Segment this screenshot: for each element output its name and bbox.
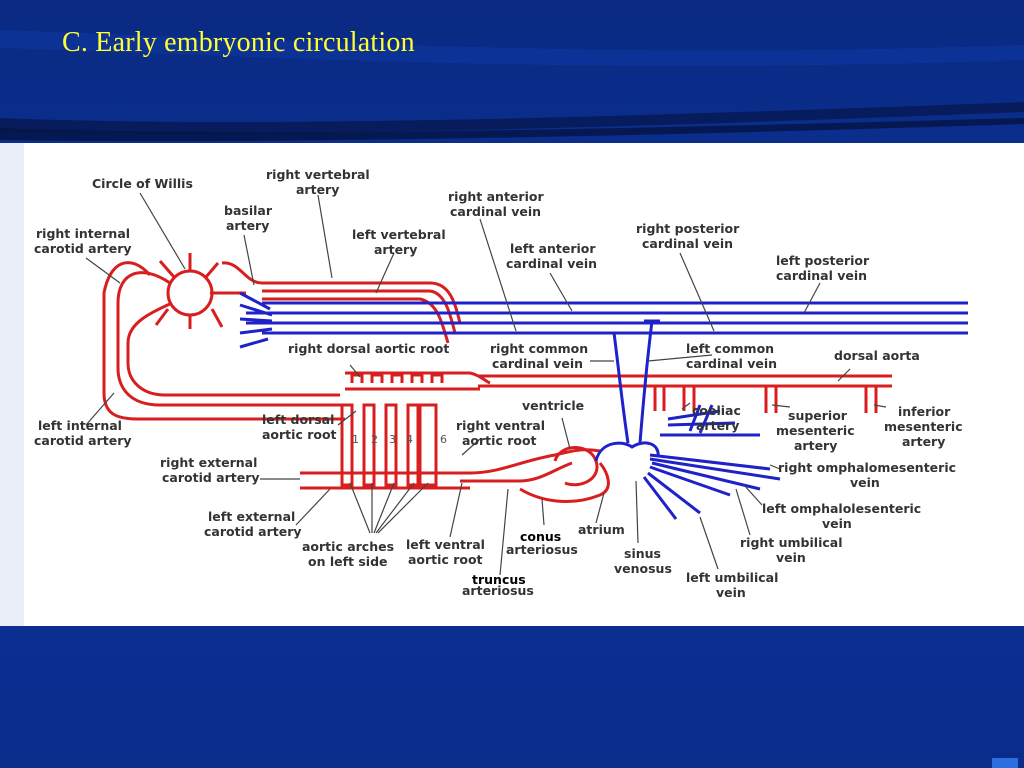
label-dorsal-aorta: dorsal aorta <box>834 348 920 363</box>
label-basilar-artery-1: basilar <box>224 203 273 218</box>
label-truncus-arteriosus-1: truncus <box>472 572 526 587</box>
label-left-umbilical-1: left umbilical <box>686 570 778 585</box>
label-right-posterior-cardinal-2: cardinal vein <box>642 236 733 251</box>
label-ventricle: ventricle <box>522 398 584 413</box>
label-truncus-arteriosus-2: arteriosus <box>462 583 534 598</box>
label-right-external-carotid-1: right external <box>160 455 257 470</box>
label-sinus-venosus-1: sinus <box>624 546 661 561</box>
label-coeliac-artery-1: coeliac <box>692 403 741 418</box>
label-left-omphalolesenteric-2: vein <box>822 516 852 531</box>
label-left-posterior-cardinal-2: cardinal vein <box>776 268 867 283</box>
arch-number-4: 4 <box>406 433 413 446</box>
left-internal-carotid-artery <box>126 301 340 397</box>
inferior-mesenteric-branch <box>864 386 878 413</box>
arch-number-1: 1 <box>352 433 359 446</box>
label-right-umbilical-1: right umbilical <box>740 535 842 550</box>
label-left-omphalolesenteric-1: left omphalolesenteric <box>762 501 921 516</box>
label-left-vertebral-artery-2: artery <box>374 242 417 257</box>
header-swoosh <box>0 30 1024 142</box>
label-left-internal-carotid-1: left internal <box>38 418 122 433</box>
label-right-omphalomesenteric-2: vein <box>850 475 880 490</box>
label-left-dorsal-aortic-root-2: aortic root <box>262 427 337 442</box>
right-common-cardinal-vein <box>612 332 630 444</box>
slide-corner-mark <box>992 758 1018 768</box>
slide-title: C. Early embryonic circulation <box>62 27 415 58</box>
anterior-cardinal-veins <box>246 301 968 335</box>
head-veins-fan <box>239 291 273 349</box>
truncus-arteriosus <box>469 448 601 475</box>
label-left-anterior-cardinal-1: left anterior <box>510 241 596 256</box>
label-right-posterior-cardinal-1: right posterior <box>636 221 740 236</box>
conus-arteriosus-shape <box>519 462 610 504</box>
label-right-internal-carotid-2: carotid artery <box>34 241 132 256</box>
label-left-ventral-aortic-root-1: left ventral <box>406 537 485 552</box>
label-superior-mesenteric-2: mesenteric <box>776 423 855 438</box>
intersegmental-branch <box>653 386 666 411</box>
arch-number-3: 3 <box>389 433 396 446</box>
label-right-umbilical-2: vein <box>776 550 806 565</box>
label-right-anterior-cardinal-1: right anterior <box>448 189 544 204</box>
leader-lines <box>85 192 887 576</box>
label-left-anterior-cardinal-2: cardinal vein <box>506 256 597 271</box>
left-common-cardinal-vein <box>638 320 654 444</box>
label-right-common-cardinal-1: right common <box>490 341 588 356</box>
circle-of-willis-spokes <box>154 253 246 329</box>
label-left-external-carotid-2: carotid artery <box>204 524 302 539</box>
circle-of-willis <box>166 269 214 317</box>
aortic-arches <box>340 403 438 487</box>
label-right-common-cardinal-2: cardinal vein <box>492 356 583 371</box>
carotid-upper-loop <box>102 261 345 421</box>
label-right-ventral-aortic-root-1: right ventral <box>456 418 545 433</box>
omphalomesenteric-vein-upper <box>688 404 714 434</box>
label-left-ventral-aortic-root-2: aortic root <box>408 552 483 567</box>
basilar-artery <box>221 261 462 324</box>
label-atrium: atrium <box>578 522 625 537</box>
label-right-vertebral-artery-1: right vertebral <box>266 167 370 182</box>
embryonic-circulation-diagram: 1 2 3 4 6 Circle of Willis right vertebr… <box>34 167 968 600</box>
left-vertebral-artery <box>262 297 450 344</box>
label-aortic-arches-1: aortic arches <box>302 539 394 554</box>
label-circle-of-willis: Circle of Willis <box>92 176 193 191</box>
label-inferior-mesenteric-1: inferior <box>898 404 951 419</box>
label-inferior-mesenteric-2: mesenteric <box>884 419 963 434</box>
label-sinus-venosus-2: venosus <box>614 561 672 576</box>
label-left-external-carotid-1: left external <box>208 509 295 524</box>
venous-system <box>239 291 968 520</box>
dorsal-aortic-bumps <box>350 373 444 383</box>
label-right-omphalomesenteric-1: right omphalomesenteric <box>778 460 956 475</box>
label-right-external-carotid-2: carotid artery <box>162 470 260 485</box>
label-aortic-arches-2: on left side <box>308 554 388 569</box>
label-left-common-cardinal-2: cardinal vein <box>686 356 777 371</box>
label-left-vertebral-artery-1: left vertebral <box>352 227 446 242</box>
label-left-internal-carotid-2: carotid artery <box>34 433 132 448</box>
label-right-internal-carotid-1: right internal <box>36 226 130 241</box>
label-right-anterior-cardinal-2: cardinal vein <box>450 204 541 219</box>
sinus-venosus-shape <box>594 441 660 462</box>
label-left-posterior-cardinal-1: left posterior <box>776 253 870 268</box>
label-right-ventral-aortic-root-2: aortic root <box>462 433 537 448</box>
label-superior-mesenteric-3: artery <box>794 438 837 453</box>
label-right-vertebral-artery-2: artery <box>296 182 339 197</box>
label-coeliac-artery-2: artery <box>696 418 739 433</box>
arch-number-2: 2 <box>371 433 378 446</box>
label-left-common-cardinal-1: left common <box>686 341 774 356</box>
panel-left-edge <box>0 143 24 626</box>
arch-number-6: 6 <box>440 433 447 446</box>
label-conus-arteriosus-2: arteriosus <box>506 542 578 557</box>
label-basilar-artery-2: artery <box>226 218 269 233</box>
label-superior-mesenteric-1: superior <box>788 408 848 423</box>
left-ventral-aortic-root <box>460 461 573 483</box>
label-left-dorsal-aortic-root-1: left dorsal <box>262 412 334 427</box>
right-internal-carotid-artery <box>116 271 345 407</box>
label-conus-arteriosus-1: conus <box>520 529 561 544</box>
label-left-umbilical-2: vein <box>716 585 746 600</box>
superior-mesenteric-branch <box>764 386 778 413</box>
label-inferior-mesenteric-3: artery <box>902 434 945 449</box>
vitelline-umbilical-veins <box>642 409 781 520</box>
label-right-dorsal-aortic-root: right dorsal aortic root <box>288 341 449 356</box>
